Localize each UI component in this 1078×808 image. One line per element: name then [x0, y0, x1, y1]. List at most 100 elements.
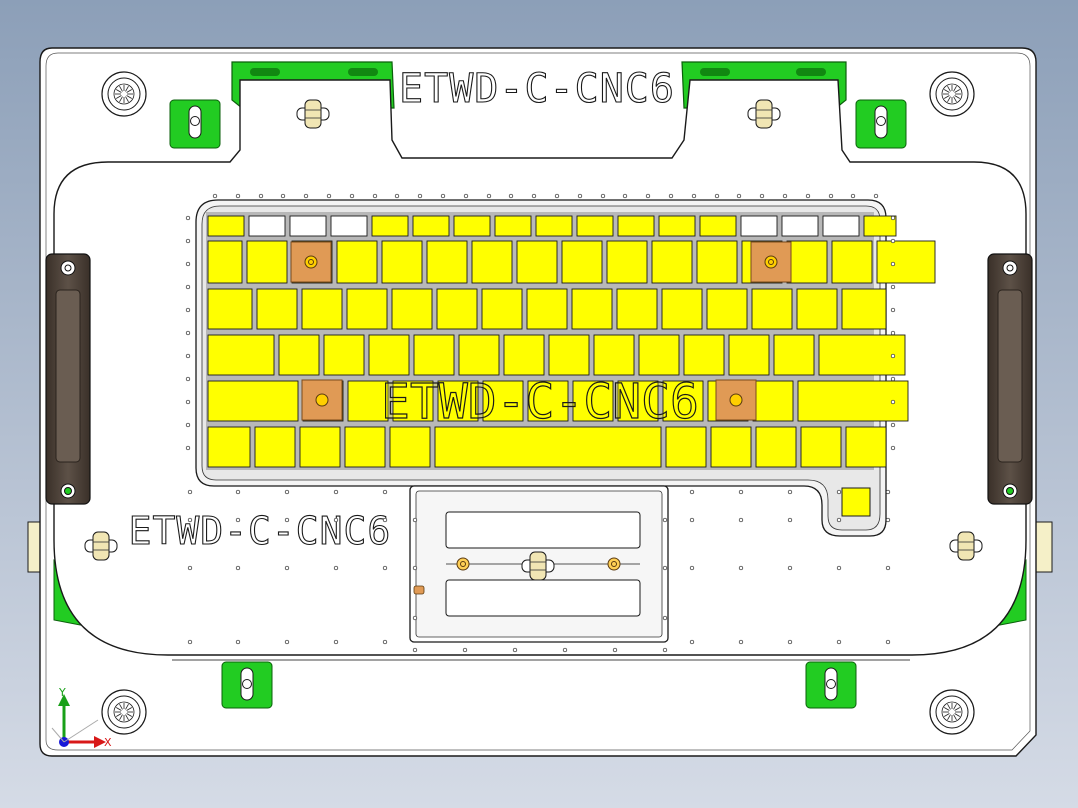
dowel-hole — [759, 193, 765, 199]
key-cap — [347, 380, 389, 422]
key-cap — [246, 240, 288, 284]
key-cap — [248, 215, 286, 237]
dowel-hole — [531, 193, 537, 199]
key-cap — [323, 334, 365, 376]
key-cap — [526, 288, 568, 330]
dowel-hole — [836, 489, 842, 495]
dowel-hole — [185, 284, 191, 290]
dowel-hole — [185, 330, 191, 336]
key-cap — [330, 215, 368, 237]
side-clamp-pad-left[interactable] — [169, 99, 221, 149]
dowel-hole — [828, 193, 834, 199]
key-cap — [299, 426, 341, 468]
bottom-clamp-pad-left[interactable] — [221, 661, 273, 709]
key-cap — [845, 426, 887, 468]
key-cap — [207, 288, 253, 330]
dowel-hole — [662, 615, 668, 621]
coordinate-triad: Y X — [51, 686, 112, 749]
hex-nuts — [84, 99, 983, 581]
key-cap — [781, 215, 819, 237]
dowel-hole — [462, 647, 468, 653]
key-cap — [841, 288, 887, 330]
dowel-hole — [187, 565, 193, 571]
locator-mid-right — [715, 379, 757, 421]
key-cap — [651, 240, 693, 284]
key-cap — [256, 288, 298, 330]
dowel-hole — [885, 517, 891, 523]
dowel-hole — [738, 517, 744, 523]
dowel-hole — [185, 307, 191, 313]
mounting-screw-icon — [929, 689, 975, 735]
dowel-hole — [805, 193, 811, 199]
dowel-hole — [689, 517, 695, 523]
key-cap — [740, 215, 778, 237]
key-cap — [434, 426, 662, 468]
key-cap — [289, 215, 327, 237]
dowel-hole — [284, 565, 290, 571]
dowel-hole — [885, 489, 891, 495]
key-cap — [458, 334, 500, 376]
key-cap — [392, 380, 434, 422]
key-cap — [638, 334, 680, 376]
key-grid — [207, 215, 936, 468]
key-cap — [381, 240, 423, 284]
dowel-hole — [212, 193, 218, 199]
dowel-hole — [185, 399, 191, 405]
key-cap — [254, 426, 296, 468]
dowel-hole — [508, 193, 514, 199]
dowel-hole — [662, 517, 668, 523]
key-cap — [413, 334, 455, 376]
center-engraving: ETWD-C-CNC6 — [381, 374, 699, 430]
dowel-hole — [645, 193, 651, 199]
dowel-hole — [412, 615, 418, 621]
dowel-hole — [417, 193, 423, 199]
key-cap — [503, 334, 545, 376]
hex-nut-icon — [296, 99, 330, 129]
dowel-hole — [185, 422, 191, 428]
touchpad-screw-right — [607, 557, 621, 571]
axis-x-label: X — [104, 736, 112, 749]
key-cap — [389, 426, 431, 468]
dowel-hole — [382, 517, 388, 523]
top-engraving: ETWD-C-CNC6 — [399, 66, 675, 112]
key-cap — [797, 380, 909, 422]
key-cap — [755, 426, 797, 468]
dowel-hole — [187, 489, 193, 495]
dowel-hole — [890, 261, 896, 267]
key-cap — [699, 215, 737, 237]
dowel-hole — [890, 399, 896, 405]
key-cap — [278, 334, 320, 376]
dowel-hole — [885, 639, 891, 645]
key-cap — [207, 426, 251, 468]
bottom-clamp-pad-right[interactable] — [805, 661, 857, 709]
dowel-hole — [185, 238, 191, 244]
key-cap — [752, 380, 794, 422]
key-cap — [482, 380, 524, 422]
dowel-hole — [185, 376, 191, 382]
base-plate-inner-edge — [45, 52, 1031, 751]
key-cap — [800, 426, 842, 468]
key-cap — [207, 380, 299, 422]
dowel-hole — [787, 639, 793, 645]
key-cap — [661, 288, 703, 330]
dowel-hole — [738, 639, 744, 645]
dowel-hole — [890, 330, 896, 336]
dowel-hole — [736, 193, 742, 199]
dowel-hole — [836, 565, 842, 571]
touchpad-screw-left — [456, 557, 470, 571]
dowel-hole — [235, 489, 241, 495]
dowel-hole — [333, 639, 339, 645]
key-cap — [662, 380, 704, 422]
key-cap — [683, 334, 725, 376]
side-clamp-pad-right[interactable] — [855, 99, 907, 149]
dowel-hole — [185, 215, 191, 221]
dowel-hole — [689, 489, 695, 495]
locator-mid-left — [301, 379, 343, 421]
key-cap — [863, 215, 897, 237]
dowel-hole — [333, 517, 339, 523]
handle-right[interactable] — [987, 253, 1033, 505]
key-cap — [535, 215, 573, 237]
handle-left[interactable] — [45, 253, 91, 505]
